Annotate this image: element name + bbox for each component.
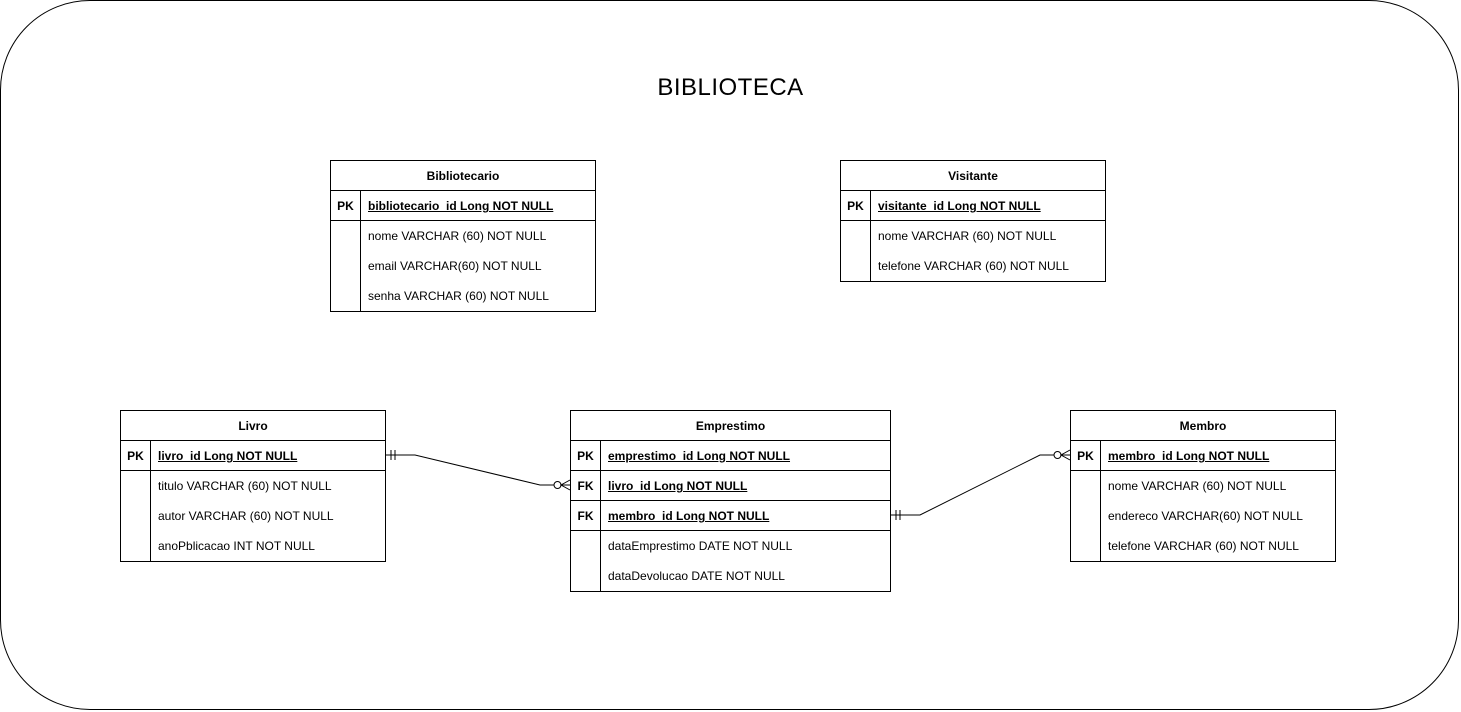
- entity-visitante[interactable]: Visitante PK visitante_id Long NOT NULL …: [840, 160, 1106, 282]
- entity-livro[interactable]: Livro PK livro_id Long NOT NULL titulo V…: [120, 410, 386, 562]
- key-field: emprestimo_id Long NOT NULL: [608, 449, 791, 463]
- attribute-row: telefone VARCHAR (60) NOT NULL: [878, 259, 1069, 273]
- key-type: PK: [571, 441, 601, 470]
- entity-title: Visitante: [841, 161, 1105, 191]
- attribute-row: endereco VARCHAR(60) NOT NULL: [1108, 509, 1303, 523]
- key-type: FK: [571, 501, 601, 530]
- key-type: PK: [121, 441, 151, 470]
- attribute-row: nome VARCHAR (60) NOT NULL: [368, 229, 547, 243]
- key-type: PK: [841, 191, 871, 220]
- attribute-row: dataDevolucao DATE NOT NULL: [608, 569, 785, 583]
- attribute-section: nome VARCHAR (60) NOT NULL telefone VARC…: [841, 221, 1105, 281]
- attribute-row: autor VARCHAR (60) NOT NULL: [158, 509, 334, 523]
- entity-membro[interactable]: Membro PK membro_id Long NOT NULL nome V…: [1070, 410, 1336, 562]
- key-row: PK emprestimo_id Long NOT NULL: [571, 441, 890, 471]
- attribute-section: nome VARCHAR (60) NOT NULL endereco VARC…: [1071, 471, 1335, 561]
- key-row: PK livro_id Long NOT NULL: [121, 441, 385, 471]
- key-field: membro_id Long NOT NULL: [1108, 449, 1270, 463]
- entity-title: Bibliotecario: [331, 161, 595, 191]
- entity-bibliotecario[interactable]: Bibliotecario PK bibliotecario_id Long N…: [330, 160, 596, 312]
- key-row: FK livro_id Long NOT NULL: [571, 471, 890, 501]
- key-row: FK membro_id Long NOT NULL: [571, 501, 890, 531]
- entity-title: Emprestimo: [571, 411, 890, 441]
- attribute-section: nome VARCHAR (60) NOT NULL email VARCHAR…: [331, 221, 595, 311]
- attribute-section: dataEmprestimo DATE NOT NULL dataDevoluc…: [571, 531, 890, 591]
- entity-emprestimo[interactable]: Emprestimo PK emprestimo_id Long NOT NUL…: [570, 410, 891, 592]
- key-row: PK membro_id Long NOT NULL: [1071, 441, 1335, 471]
- diagram-title: BIBLIOTECA: [657, 74, 804, 101]
- key-type: FK: [571, 471, 601, 500]
- attribute-row: nome VARCHAR (60) NOT NULL: [1108, 479, 1287, 493]
- key-field: visitante_id Long NOT NULL: [878, 199, 1041, 213]
- key-field: membro_id Long NOT NULL: [608, 509, 770, 523]
- entity-title: Livro: [121, 411, 385, 441]
- attribute-row: nome VARCHAR (60) NOT NULL: [878, 229, 1057, 243]
- attribute-row: email VARCHAR(60) NOT NULL: [368, 259, 542, 273]
- key-row: PK bibliotecario_id Long NOT NULL: [331, 191, 595, 221]
- key-field: livro_id Long NOT NULL: [608, 479, 748, 493]
- key-row: PK visitante_id Long NOT NULL: [841, 191, 1105, 221]
- key-type: PK: [1071, 441, 1101, 470]
- attribute-row: senha VARCHAR (60) NOT NULL: [368, 289, 549, 303]
- attribute-section: titulo VARCHAR (60) NOT NULL autor VARCH…: [121, 471, 385, 561]
- attribute-row: anoPblicacao INT NOT NULL: [158, 539, 315, 553]
- attribute-row: dataEmprestimo DATE NOT NULL: [608, 539, 793, 553]
- key-field: livro_id Long NOT NULL: [158, 449, 298, 463]
- attribute-row: telefone VARCHAR (60) NOT NULL: [1108, 539, 1299, 553]
- entity-title: Membro: [1071, 411, 1335, 441]
- key-type: PK: [331, 191, 361, 220]
- key-field: bibliotecario_id Long NOT NULL: [368, 199, 554, 213]
- attribute-row: titulo VARCHAR (60) NOT NULL: [158, 479, 332, 493]
